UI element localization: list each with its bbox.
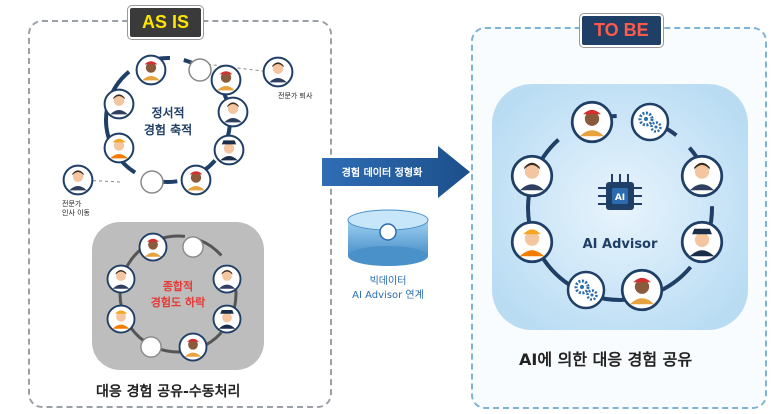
as-is-degraded-block: 종합적 경험도 하락 xyxy=(92,222,264,370)
expert-move-label-2: 인사 이동 xyxy=(62,208,91,217)
as-is-center-line1: 정서적 xyxy=(151,105,184,120)
police-icon xyxy=(212,304,242,334)
firefighter-icon xyxy=(138,232,168,262)
share-badge-icon xyxy=(140,336,162,358)
to-be-tag: TO BE xyxy=(580,14,663,47)
bigdata-icon xyxy=(347,209,429,266)
share-badge-icon xyxy=(182,236,204,258)
expert-move-label-1: 전문가 xyxy=(62,199,82,208)
to-be-cycle: AI AI Advisor xyxy=(492,84,748,330)
to-be-caption: AI에 의한 대응 경험 공유 xyxy=(519,350,693,369)
operator-icon xyxy=(106,264,136,294)
operator-icon xyxy=(217,96,249,128)
gears-icon xyxy=(566,270,606,310)
operator-icon xyxy=(212,264,242,294)
firefighter-icon xyxy=(135,54,167,86)
share-badge-icon xyxy=(188,58,212,82)
db-label-1: 빅데이터 xyxy=(370,275,407,287)
firefighter-icon xyxy=(210,64,242,96)
operator-icon xyxy=(103,88,135,120)
db-label-2: AI Advisor 연계 xyxy=(352,289,424,301)
operator-icon xyxy=(510,154,554,198)
share-badge-icon xyxy=(140,170,164,194)
as-is-caption: 대응 경험 공유-수동처리 xyxy=(96,384,241,400)
gears-icon xyxy=(630,102,670,142)
operator-icon xyxy=(680,154,724,198)
ai-chip-icon xyxy=(598,174,642,210)
firefighter-icon xyxy=(178,332,208,362)
expert-leave-label: 전문가 퇴사 xyxy=(278,91,313,100)
degraded-line2: 경험도 하락 xyxy=(151,295,205,309)
expert-icon xyxy=(262,56,294,88)
firefighter-icon xyxy=(570,100,614,144)
worker-icon xyxy=(106,304,136,334)
as-is-cycle: 정서적 경험 축적 전문가 퇴사 전문가 인사 이동 xyxy=(62,54,313,217)
worker-icon xyxy=(103,132,135,164)
worker-icon xyxy=(510,220,554,264)
transfer-arrow: 경험 데이터 정형화 xyxy=(322,146,470,198)
police-icon xyxy=(213,134,245,166)
ai-chip-label: AI xyxy=(615,193,625,203)
firefighter-icon xyxy=(620,268,664,312)
police-icon xyxy=(680,220,724,264)
expert-icon xyxy=(62,164,94,196)
firefighter-icon xyxy=(180,164,212,196)
as-is-tag: AS IS xyxy=(128,6,204,39)
arrow-label: 경험 데이터 정형화 xyxy=(342,166,423,179)
ai-advisor-label: AI Advisor xyxy=(583,237,658,252)
degraded-line1: 종합적 xyxy=(163,279,193,293)
as-is-center-line2: 경험 축적 xyxy=(144,122,192,137)
